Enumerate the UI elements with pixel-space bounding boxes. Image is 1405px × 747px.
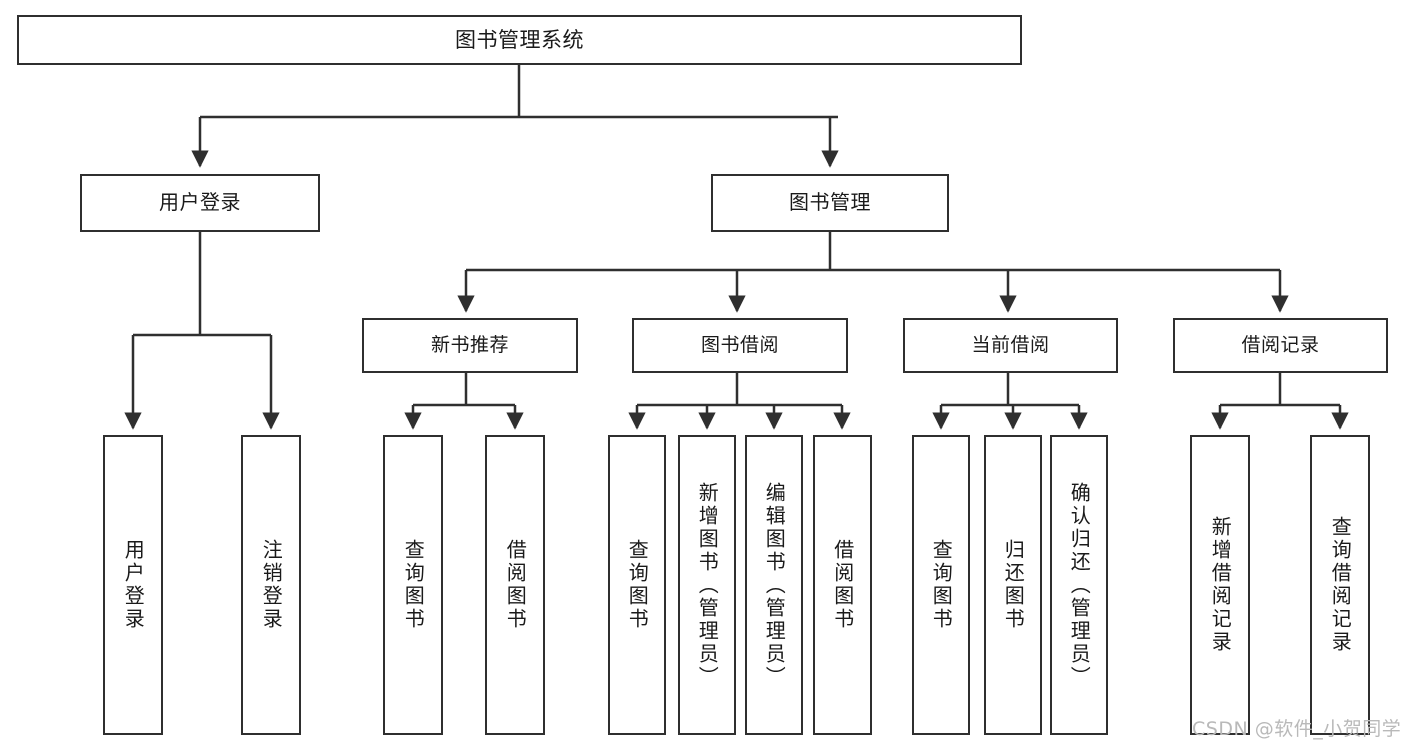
node-leaf-add-record-label: 新增借阅记录 [1208,516,1233,654]
node-leaf-query-book-2-label: 查询图书 [625,539,650,631]
node-leaf-return-book[interactable]: 归还图书 [984,435,1042,735]
node-leaf-user-logout-label: 注销登录 [259,539,284,631]
node-leaf-query-book-1-label: 查询图书 [401,539,426,631]
node-current-borrow-label: 当前借阅 [971,334,1050,357]
node-leaf-edit-book[interactable]: 编辑图书（管理员） [745,435,803,735]
node-leaf-add-record[interactable]: 新增借阅记录 [1190,435,1250,735]
node-leaf-query-book-2[interactable]: 查询图书 [608,435,666,735]
node-current-borrow[interactable]: 当前借阅 [903,318,1118,373]
node-leaf-user-logout[interactable]: 注销登录 [241,435,301,735]
node-leaf-return-book-label: 归还图书 [1001,539,1026,631]
node-leaf-borrow-book-1-label: 借阅图书 [503,539,528,631]
node-new-book-rec-label: 新书推荐 [430,334,509,357]
node-leaf-confirm-return-label: 确认归还（管理员） [1067,481,1092,689]
node-book-manage-label: 图书管理 [789,190,871,215]
node-leaf-query-book-3-label: 查询图书 [929,539,954,631]
node-leaf-add-book[interactable]: 新增图书（管理员） [678,435,736,735]
node-leaf-confirm-return[interactable]: 确认归还（管理员） [1050,435,1108,735]
node-leaf-borrow-book-2-label: 借阅图书 [830,539,855,631]
node-leaf-query-record[interactable]: 查询借阅记录 [1310,435,1370,735]
node-leaf-add-book-label: 新增图书（管理员） [695,481,720,689]
node-borrow-record-label: 借阅记录 [1241,334,1320,357]
node-borrow-record[interactable]: 借阅记录 [1173,318,1388,373]
node-leaf-edit-book-label: 编辑图书（管理员） [762,481,787,689]
node-root-label: 图书管理系统 [455,27,584,52]
node-leaf-user-login[interactable]: 用户登录 [103,435,163,735]
node-leaf-query-record-label: 查询借阅记录 [1328,516,1353,654]
node-leaf-borrow-book-2[interactable]: 借阅图书 [813,435,872,735]
node-user-login-label: 用户登录 [159,190,241,215]
node-book-borrow[interactable]: 图书借阅 [632,318,848,373]
node-user-login[interactable]: 用户登录 [80,174,320,232]
node-book-borrow-label: 图书借阅 [700,334,779,357]
node-root-system[interactable]: 图书管理系统 [17,15,1022,65]
node-leaf-user-login-label: 用户登录 [121,539,146,631]
node-leaf-borrow-book-1[interactable]: 借阅图书 [485,435,545,735]
node-book-manage[interactable]: 图书管理 [711,174,949,232]
node-new-book-rec[interactable]: 新书推荐 [362,318,578,373]
node-leaf-query-book-3[interactable]: 查询图书 [912,435,970,735]
node-leaf-query-book-1[interactable]: 查询图书 [383,435,443,735]
